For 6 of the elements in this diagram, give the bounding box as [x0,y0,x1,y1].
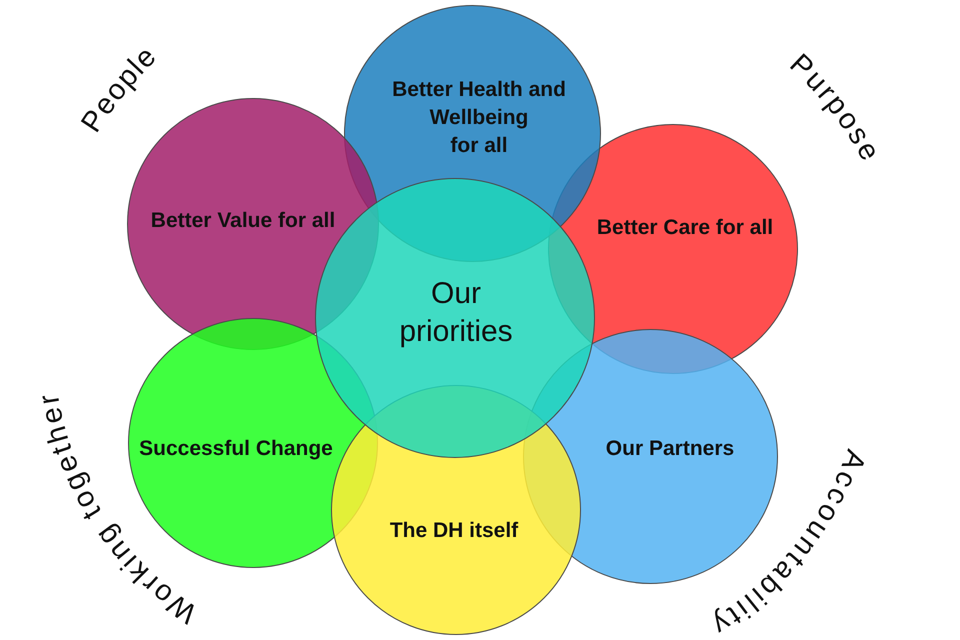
circle-label: Successful Change [139,436,333,462]
circle-label: The DH itself [390,518,518,544]
circle-label: Better Health and Wellbeing for all [392,77,566,159]
circle-label: Better Value for all [150,208,336,234]
circle-label: Our priorities [398,276,514,350]
circle-label: Better Care for all [596,215,774,241]
